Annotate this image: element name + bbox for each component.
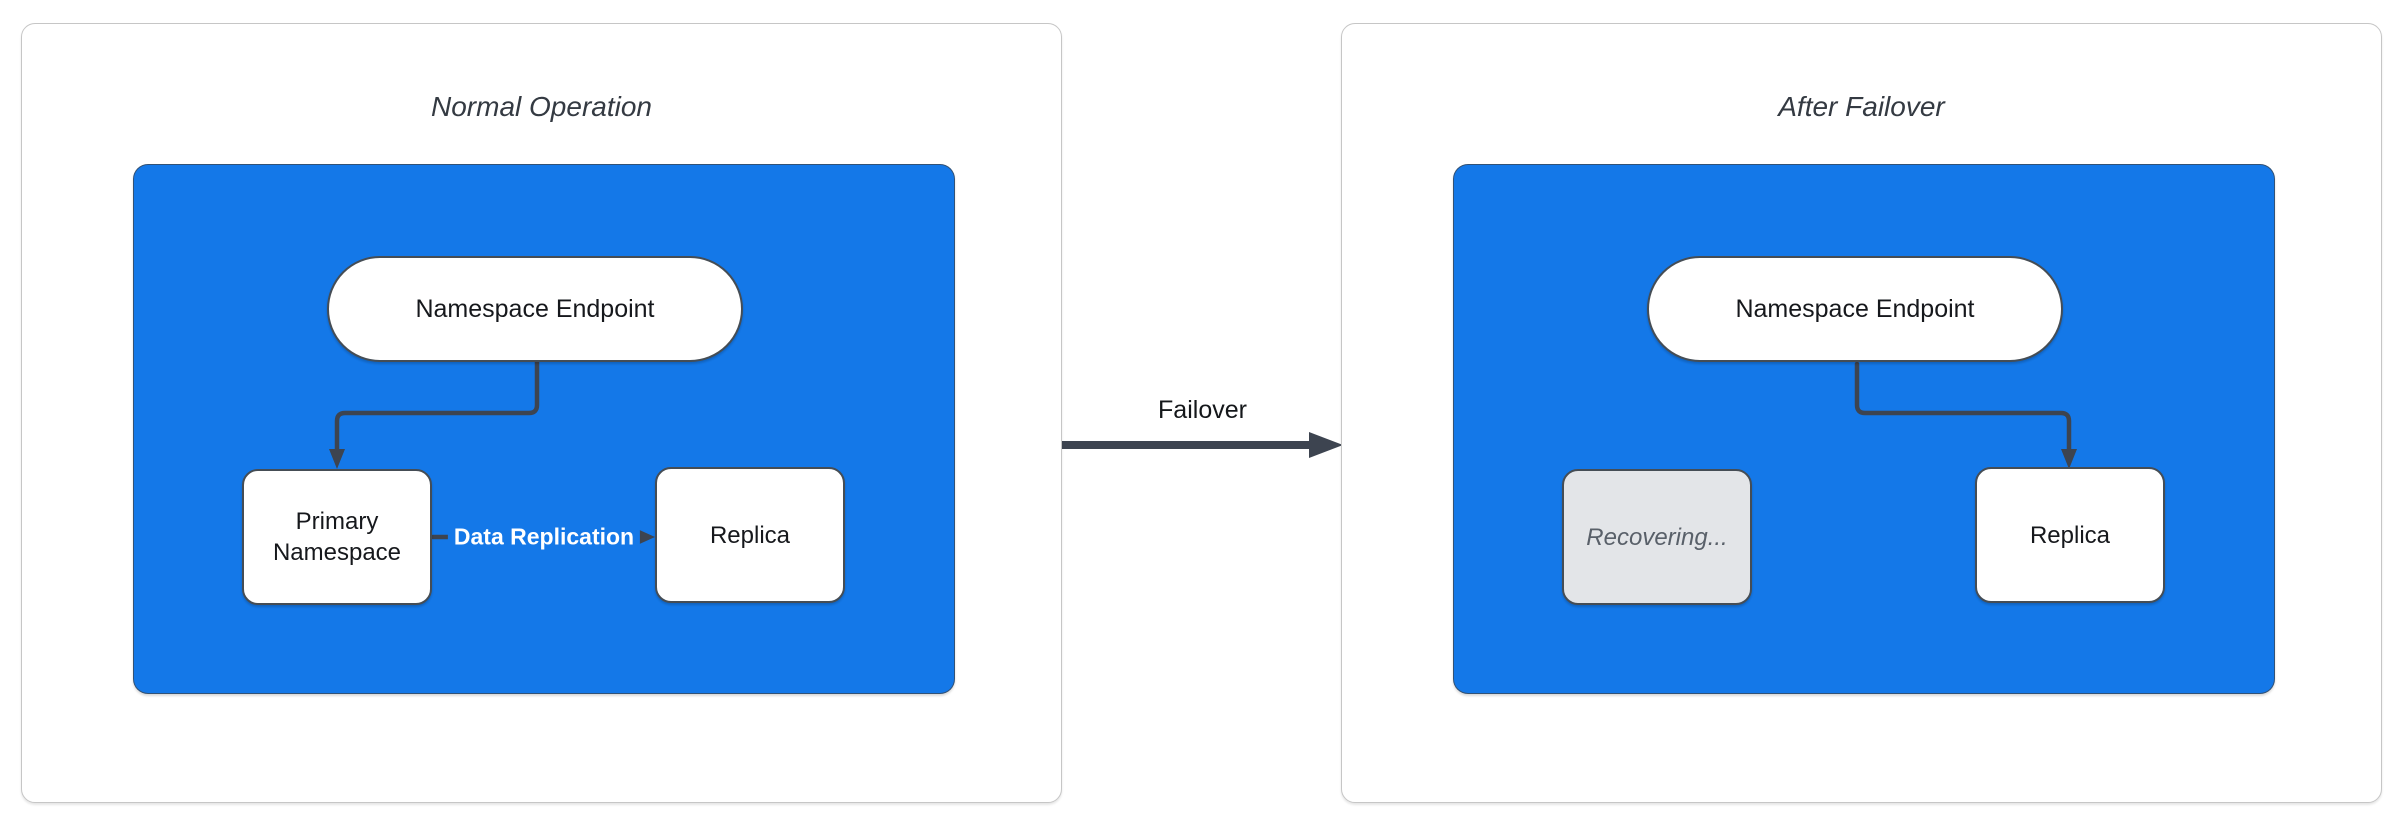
node-recovering: Recovering... [1562, 469, 1752, 605]
panel-title-after-failover: After Failover [1778, 91, 1945, 122]
failover-arrow [1062, 432, 1343, 458]
node-namespace-endpoint: Namespace Endpoint [327, 256, 743, 362]
arrowhead-icon [2061, 449, 2077, 469]
panel-title-normal-operation: Normal Operation [431, 91, 652, 122]
node-namespace-endpoint: Namespace Endpoint [1647, 256, 2063, 362]
panel-normal-operation: Normal Operation Namespace Endpoint Prim… [21, 23, 1062, 803]
arrowhead-icon [1309, 432, 1343, 458]
failover-arrow-label: Failover [1158, 396, 1247, 424]
node-replica: Replica [1975, 467, 2165, 603]
edge-label-data-replication: Data Replication [447, 521, 641, 553]
connector-arrows [329, 359, 655, 546]
node-replica: Replica [655, 467, 845, 603]
cluster-normal-operation: Namespace Endpoint Primary Namespace Rep… [133, 164, 955, 694]
connector-arrows [1854, 361, 2077, 469]
arrowhead-icon [329, 449, 345, 469]
endpoint-to-replica-arrow [1854, 361, 2077, 469]
cluster-after-failover: Namespace Endpoint Recovering... Replica [1453, 164, 2275, 694]
endpoint-to-primary-arrow [329, 359, 540, 469]
panel-after-failover: After Failover Namespace Endpoint Recove… [1341, 23, 2382, 803]
node-primary-namespace: Primary Namespace [242, 469, 432, 605]
